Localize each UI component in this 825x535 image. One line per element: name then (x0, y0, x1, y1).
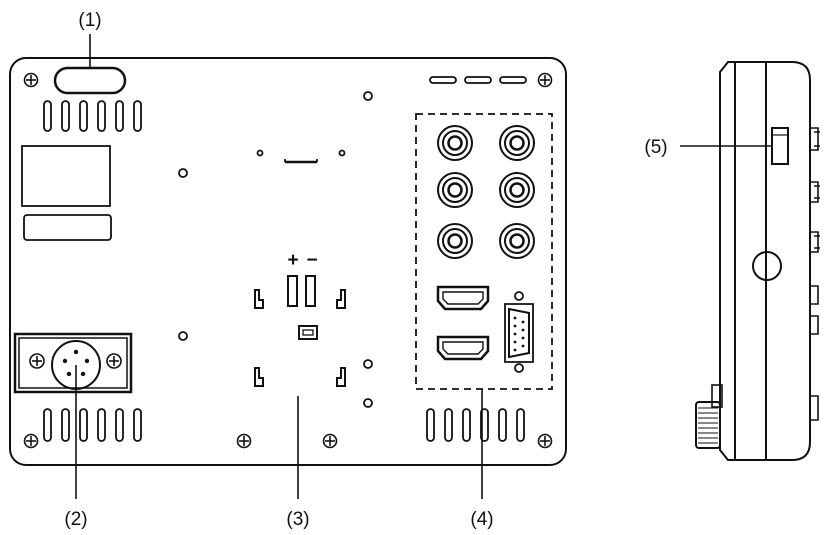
corner-screws (23, 72, 553, 449)
polarity-plus: + (287, 250, 298, 271)
top-handle (53, 66, 127, 95)
top-right-dash-slots (429, 76, 527, 84)
label-plate-large (21, 145, 111, 207)
bnc-connector (437, 172, 473, 208)
leader-lines (75, 34, 483, 499)
io-panel (415, 113, 553, 390)
side-body (735, 61, 811, 461)
screw-bottom-mid-right (322, 433, 338, 449)
xlr-power-connector (13, 332, 133, 394)
rear-view: + − (9, 34, 567, 499)
mounting-holes (178, 91, 373, 408)
vent-slots-top-left (43, 100, 142, 132)
side-bottom-knob (695, 384, 723, 449)
vent-slots-bottom-right (426, 408, 525, 442)
bnc-connector (499, 223, 535, 259)
vga-port (504, 291, 534, 373)
screw-top-right (537, 72, 553, 88)
polarity-minus: − (306, 250, 317, 271)
callout-label-1: (1) (78, 10, 101, 31)
bnc-connector (437, 125, 473, 161)
callout-label-4: (4) (470, 509, 493, 530)
callout-label-5: (5) (644, 137, 667, 158)
battery-mount-plate: + − (254, 250, 346, 387)
connector-outer-frame (13, 332, 133, 394)
screw-bottom-mid-left (236, 433, 252, 449)
label-plate-small (23, 214, 112, 241)
callout-label-2: (2) (64, 509, 87, 530)
bnc-connector (437, 223, 473, 259)
side-knob (752, 251, 782, 281)
vent-slots-bottom-left (43, 408, 142, 442)
hdmi-port (436, 285, 490, 311)
side-switch (771, 127, 789, 165)
side-connectors (810, 127, 820, 421)
rear-housing (9, 57, 567, 466)
hdmi-port (436, 335, 490, 361)
screw-top-left (23, 72, 39, 88)
callout-label-3: (3) (286, 509, 309, 530)
connector-inner-frame (18, 337, 128, 389)
io-panel-dashed-frame (415, 113, 553, 390)
top-center-slot (256, 149, 346, 164)
bnc-connector (499, 172, 535, 208)
bnc-connectors (437, 125, 535, 259)
screw-bottom-right (537, 433, 553, 449)
side-view (680, 61, 820, 461)
bnc-connector (499, 125, 535, 161)
screw-bottom-left (23, 433, 39, 449)
